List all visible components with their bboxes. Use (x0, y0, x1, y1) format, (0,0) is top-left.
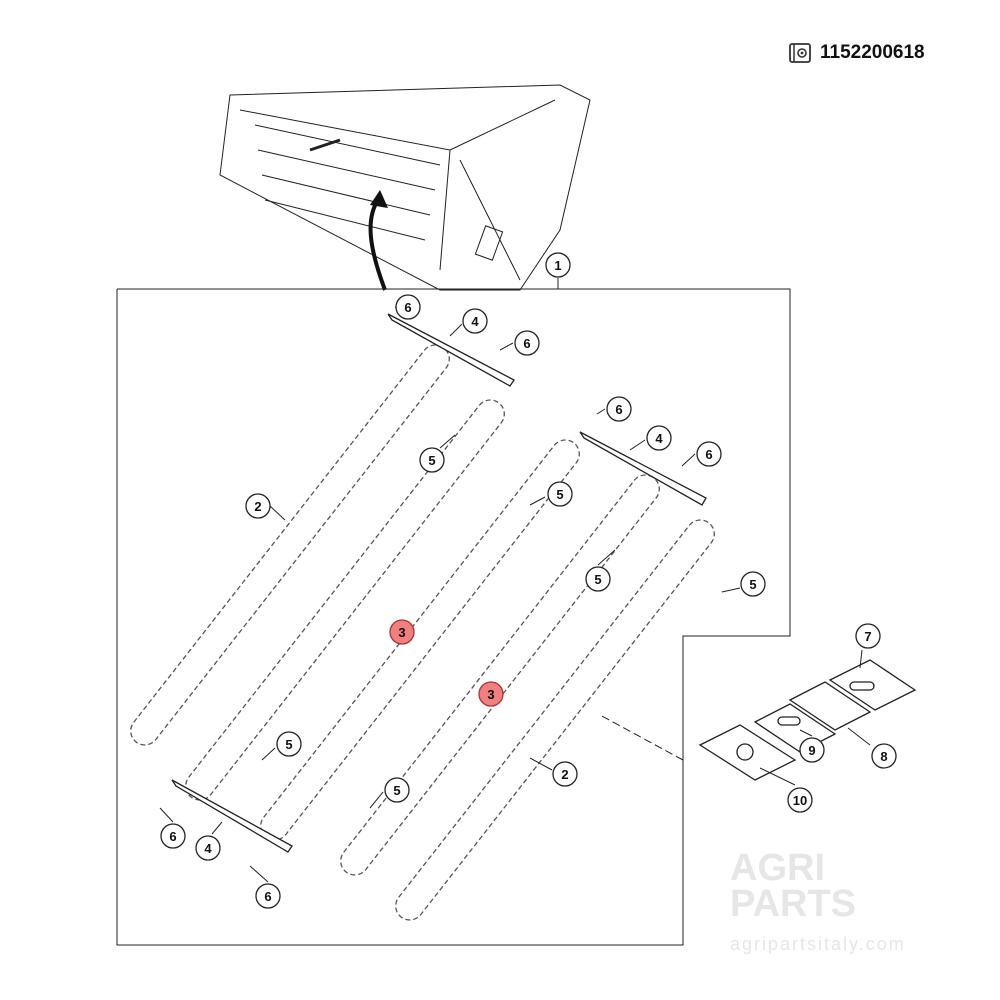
callout-5[interactable]: 5 (740, 571, 766, 597)
callout-circle (799, 737, 825, 763)
callout-circle (462, 308, 488, 334)
kits (698, 659, 917, 781)
callout-label: 5 (428, 453, 435, 468)
callout-3[interactable]: 3 (389, 619, 415, 645)
machine-sketch (219, 84, 591, 291)
callout-circle (255, 883, 281, 909)
callout-label: 6 (705, 447, 712, 462)
callout-6[interactable]: 6 (395, 294, 421, 320)
callout-10[interactable]: 10 (787, 787, 813, 813)
header: 1152200618 (788, 42, 925, 64)
part-number: 1152200618 (820, 42, 925, 63)
assembly-outline (116, 288, 791, 946)
callout-label: 5 (393, 783, 400, 798)
callout-7[interactable]: 7 (855, 623, 881, 649)
callout-circle (195, 835, 221, 861)
callout-circle (740, 571, 766, 597)
callout-1[interactable]: 1 (545, 252, 571, 278)
callout-5[interactable]: 5 (384, 777, 410, 803)
callout-label: 9 (808, 743, 815, 758)
callout-5[interactable]: 5 (276, 731, 302, 757)
callout-circle (552, 761, 578, 787)
callout-label: 5 (594, 572, 601, 587)
callout-circle (395, 294, 421, 320)
callout-label: 7 (864, 629, 871, 644)
callout-6[interactable]: 6 (696, 441, 722, 467)
callout-label: 5 (749, 577, 756, 592)
callout-circle (160, 823, 186, 849)
callout-6[interactable]: 6 (606, 396, 632, 422)
manual-gear-icon (789, 43, 811, 63)
callout-circle (871, 743, 897, 769)
callout-label: 5 (556, 487, 563, 502)
callout-label: 6 (169, 829, 176, 844)
callout-circle (585, 566, 611, 592)
callout-label: 2 (561, 767, 568, 782)
callout-5[interactable]: 5 (547, 481, 573, 507)
callout-circle (419, 447, 445, 473)
callout-label: 2 (254, 499, 261, 514)
callout-circle (478, 681, 504, 707)
callout-circle (384, 777, 410, 803)
callout-8[interactable]: 8 (871, 743, 897, 769)
callout-4[interactable]: 4 (646, 425, 672, 451)
callout-label: 1 (554, 258, 561, 273)
callout-5[interactable]: 5 (419, 447, 445, 473)
callout-label: 8 (880, 749, 887, 764)
callout-circle (855, 623, 881, 649)
location-arrow-head (370, 190, 388, 208)
callout-label: 4 (655, 431, 663, 446)
callout-circle (514, 330, 540, 356)
callout-label: 3 (398, 625, 405, 640)
callout-9[interactable]: 9 (799, 737, 825, 763)
callout-5[interactable]: 5 (585, 566, 611, 592)
callout-6[interactable]: 6 (160, 823, 186, 849)
callout-label: 5 (285, 737, 292, 752)
callout-circle (696, 441, 722, 467)
callout-label: 6 (264, 889, 271, 904)
callout-circle (787, 787, 813, 813)
bars (171, 313, 707, 853)
location-arrow (368, 198, 387, 291)
callout-label: 10 (793, 793, 807, 808)
callout-2[interactable]: 2 (552, 761, 578, 787)
callout-6[interactable]: 6 (514, 330, 540, 356)
callout-label: 6 (615, 402, 622, 417)
callout-label: 4 (471, 314, 479, 329)
callout-label: 3 (487, 687, 494, 702)
callout-circle (245, 493, 271, 519)
callout-label: 6 (404, 300, 411, 315)
callout-4[interactable]: 4 (195, 835, 221, 861)
callout-label: 4 (204, 841, 212, 856)
callout-6[interactable]: 6 (255, 883, 281, 909)
callout-circle (389, 619, 415, 645)
callout-3[interactable]: 3 (478, 681, 504, 707)
callout-circle (545, 252, 571, 278)
callout-4[interactable]: 4 (462, 308, 488, 334)
callout-circle (646, 425, 672, 451)
callout-circle (276, 731, 302, 757)
callout-2[interactable]: 2 (245, 493, 271, 519)
callout-circle (606, 396, 632, 422)
callout-label: 6 (523, 336, 530, 351)
callout-circle (547, 481, 573, 507)
